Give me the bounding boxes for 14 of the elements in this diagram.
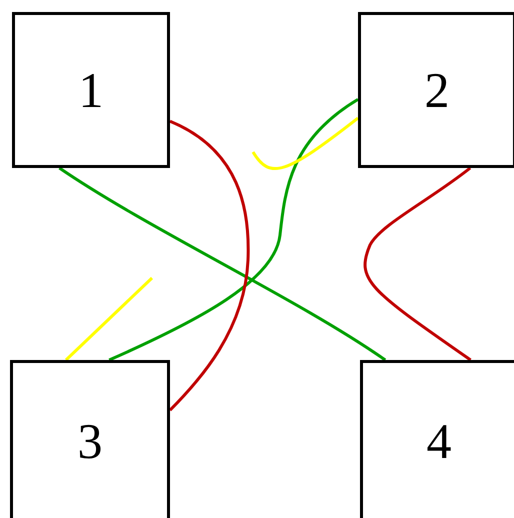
- curved-line: [364, 166, 472, 362]
- square-box: [358, 12, 514, 168]
- curved-line: [58, 166, 386, 362]
- curved-line: [108, 98, 359, 362]
- square-box: [12, 12, 170, 168]
- box-number: 1: [78, 65, 104, 115]
- box-number: 3: [78, 416, 102, 466]
- curved-line: [252, 116, 359, 170]
- square-box: [360, 360, 514, 518]
- box-number: 2: [424, 65, 450, 115]
- box-number: 4: [426, 416, 452, 466]
- square-box: [10, 360, 170, 518]
- curved-line: [64, 276, 154, 362]
- curved-line: [168, 120, 250, 412]
